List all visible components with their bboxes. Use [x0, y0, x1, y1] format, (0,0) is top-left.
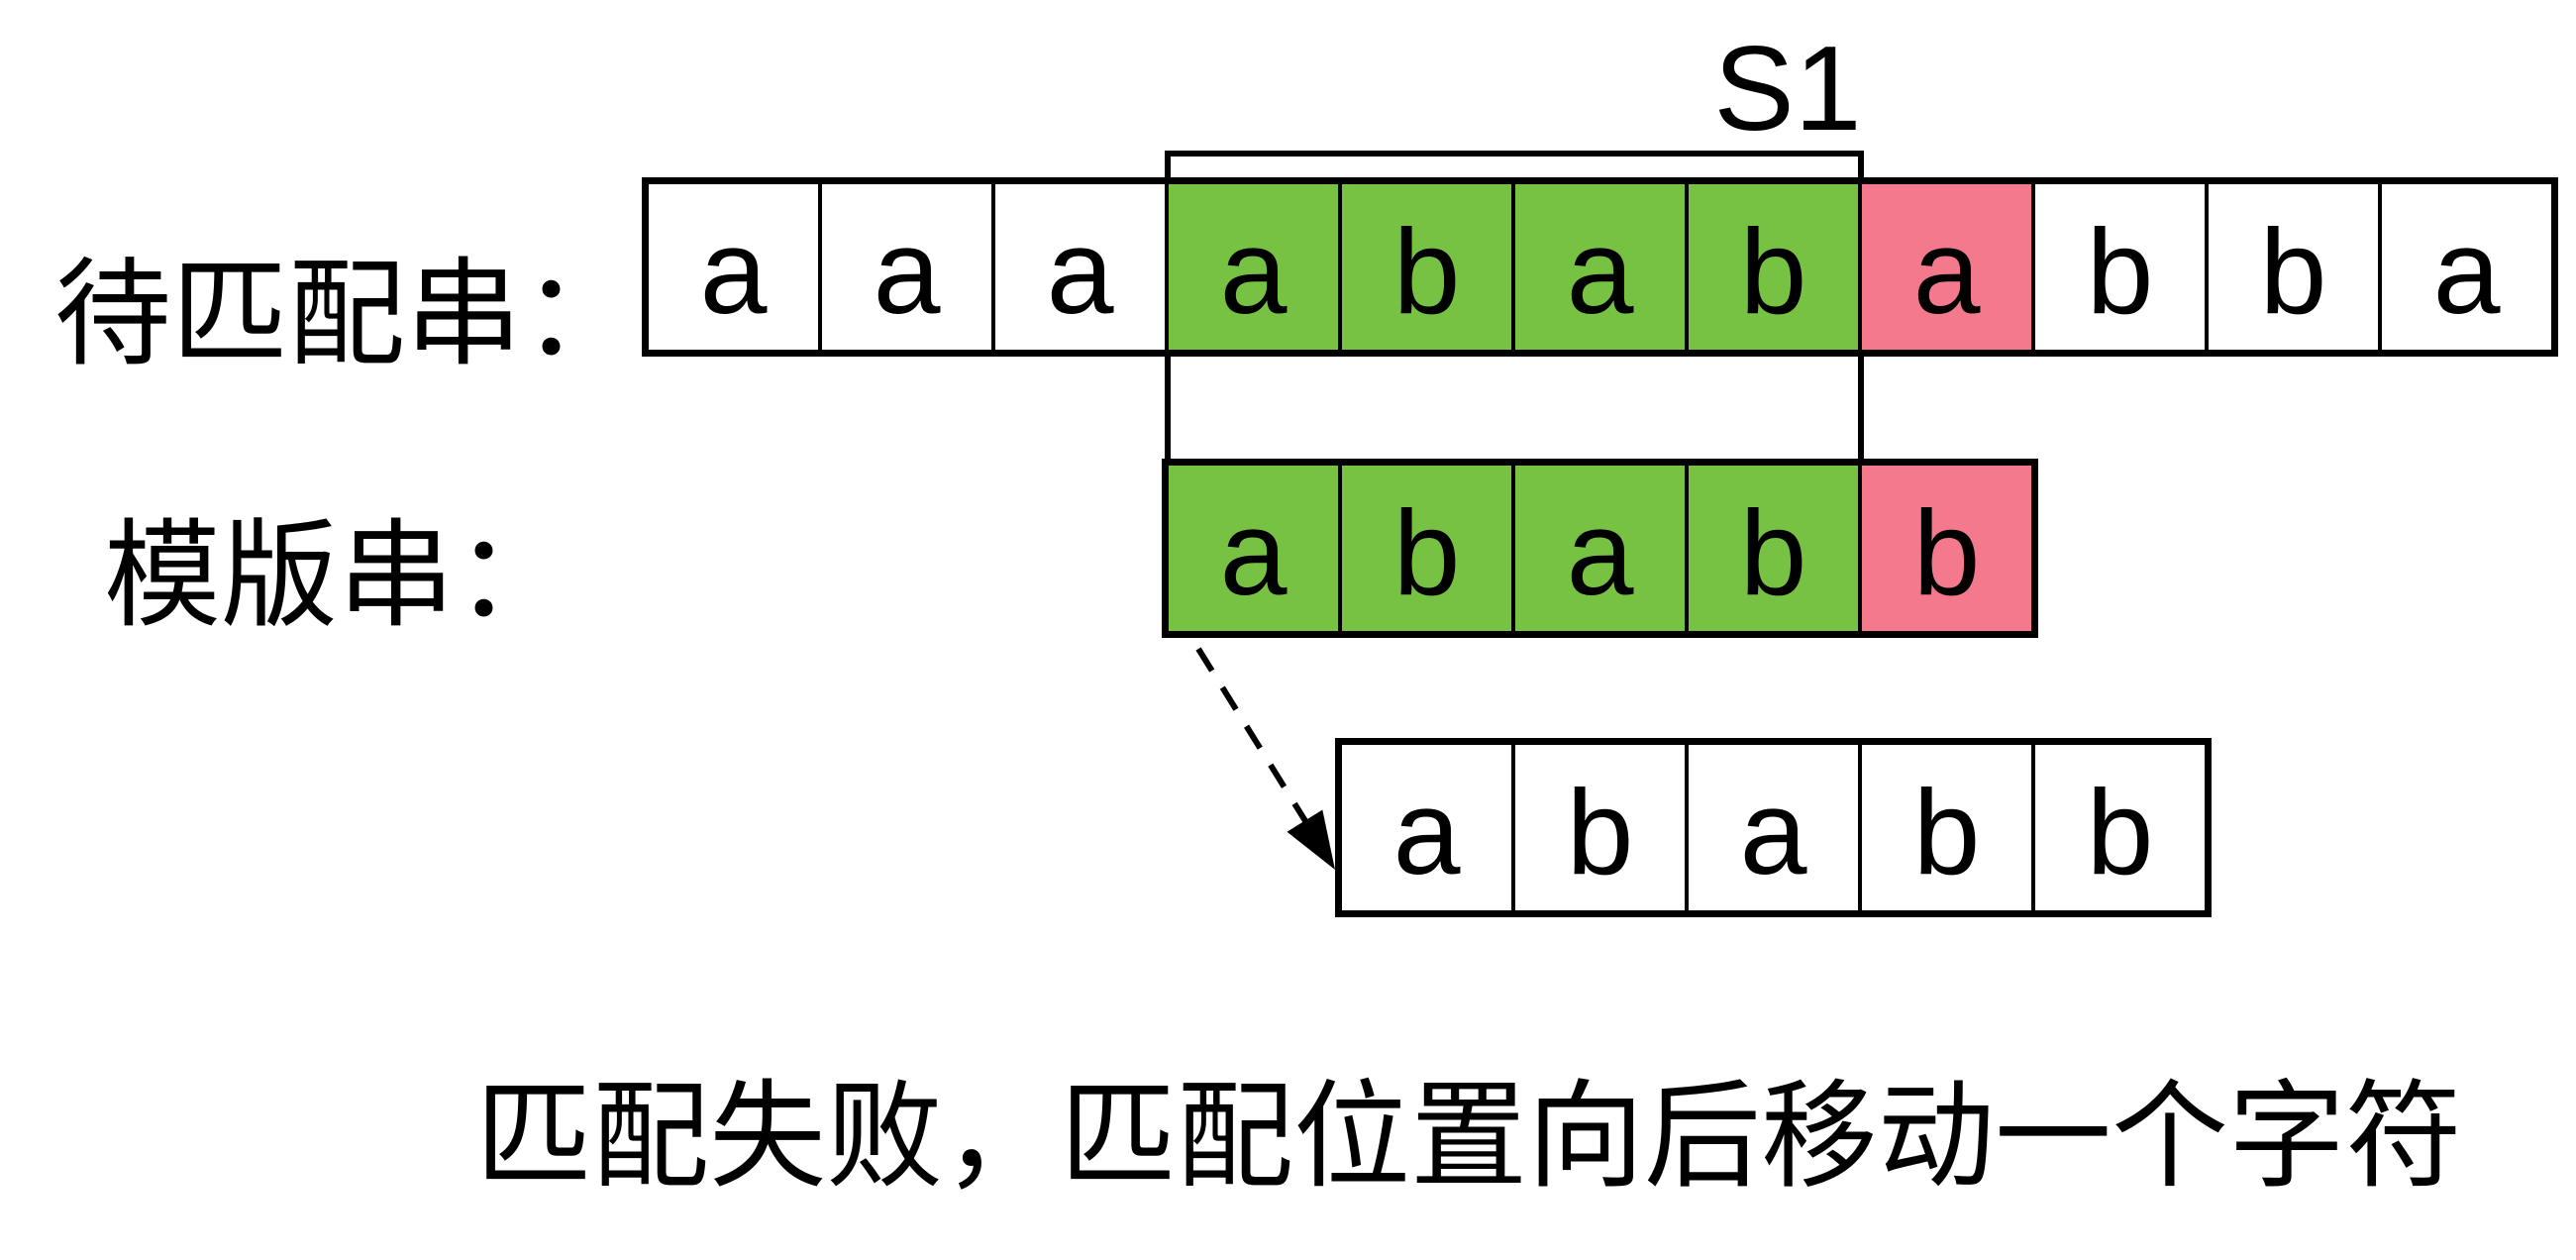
cell: b [1338, 180, 1515, 354]
cell: b [2031, 180, 2209, 354]
cell: a [1165, 180, 1342, 354]
caption-text: 匹配失败，匹配位置向后移动一个字符 [475, 1073, 2463, 1203]
cell: a [1685, 741, 1862, 914]
cell: a [1858, 180, 2035, 354]
cell: b [1858, 462, 2035, 635]
cell: b [2031, 741, 2209, 914]
cell: b [1685, 462, 1862, 635]
pattern-string-label: 模版串： [104, 512, 572, 642]
cell: a [1511, 180, 1689, 354]
cell: a [645, 180, 822, 354]
cell: a [1511, 462, 1689, 635]
cell: a [818, 180, 995, 354]
cell: b [1338, 462, 1515, 635]
cell: b [1511, 741, 1689, 914]
shift-arrow-head [1287, 809, 1335, 870]
shift-arrow-line [1195, 647, 1310, 826]
cell: b [1685, 180, 1862, 354]
shift-arrow-icon [1195, 647, 1335, 870]
cell: a [2378, 180, 2555, 354]
cell: b [2205, 180, 2382, 354]
s1-window-label: S1 [1713, 21, 1862, 156]
cell: a [991, 180, 1169, 354]
target-string-label: 待匹配串： [54, 251, 640, 380]
cell: b [1858, 741, 2035, 914]
cell: a [1165, 462, 1342, 635]
